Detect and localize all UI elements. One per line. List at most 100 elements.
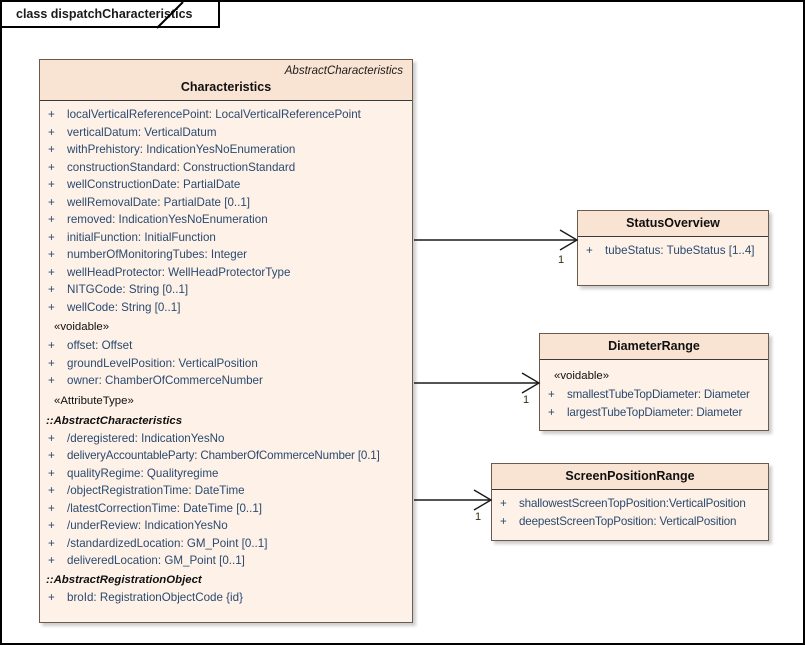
attribute-signature: /standardizedLocation: GM_Point [0..1] (67, 536, 268, 550)
attribute-visibility: + (48, 554, 55, 567)
attribute-signature: wellHeadProtector: WellHeadProtectorType (67, 265, 291, 279)
attribute-signature: owner: ChamberOfCommerceNumber (67, 374, 263, 387)
attribute-signature: wellRemovalDate: PartialDate [0..1] (67, 195, 251, 209)
attribute-visibility: + (48, 466, 55, 480)
attribute-signature: localVerticalReferencePoint: LocalVertic… (67, 108, 361, 121)
attribute-row: + deepestScreenTopPosition: VerticalPosit… (492, 513, 768, 531)
attribute-signature: wellCode: String [0..1] (67, 300, 181, 314)
attribute-visibility: + (48, 339, 55, 352)
attribute-row: + deliveredLocation: GM_Point [0..1] (40, 552, 412, 570)
class-name-characteristics: Characteristics (180, 80, 272, 94)
attribute-signature: /underReview: IndicationYesNo (67, 519, 228, 532)
multiplicity-statusoverview: 1 (558, 254, 565, 266)
attribute-row: + tubeStatus: TubeStatus [1..4] (578, 242, 768, 260)
attribute-signature: broId: RegistrationObjectCode {id} (67, 590, 243, 604)
attribute-signature: verticalDatum: VerticalDatum (67, 125, 217, 139)
attribute-signature: deliveredLocation: GM_Point [0..1] (67, 554, 245, 567)
attribute-signature: NITGCode: String [0..1] (67, 283, 189, 296)
attribute-row: +withPrehistory: IndicationYesNoEnumerat… (40, 141, 412, 159)
attribute-visibility: + (48, 300, 55, 314)
attribute-visibility: + (48, 213, 55, 226)
attribute-signature: /latestCorrectionTime: DateTime [0..1] (67, 501, 263, 515)
attribute-row: + /deregistered: IndicationYesNo (40, 430, 412, 448)
attribute-signature: deliveryAccountableParty: ChamberOfComme… (67, 449, 380, 462)
attribute-visibility: + (48, 125, 55, 139)
class-header-statusoverview: StatusOverview (578, 211, 768, 237)
class-name-statusoverview: StatusOverview (626, 216, 720, 230)
inherited-group-label: ::AbstractCharacteristics (46, 414, 183, 427)
attribute-row: + owner: ChamberOfCommerceNumber (40, 372, 412, 390)
connector-characteristics-diameterrange[interactable] (414, 372, 541, 394)
attribute-row: + offset: Offset (40, 337, 412, 355)
attribute-visibility: + (48, 230, 55, 244)
attribute-row: +constructionStandard: ConstructionStand… (40, 159, 412, 177)
attribute-visibility: + (48, 374, 55, 387)
attribute-visibility: + (48, 519, 55, 532)
class-header-screenpositionrange: ScreenPositionRange (492, 464, 768, 490)
attribute-row: + wellCode: String [0..1] (40, 299, 412, 317)
attribute-visibility: + (586, 244, 593, 257)
attribute-signature: wellConstructionDate: PartialDate (67, 178, 241, 191)
attribute-signature: smallestTubeTopDiameter: Diameter (567, 388, 750, 401)
attribute-row: + wellRemovalDate: PartialDate [0..1] (40, 194, 412, 212)
attribute-signature: largestTubeTopDiameter: Diameter (567, 405, 743, 419)
attribute-signature: /objectRegistrationTime: DateTime (67, 484, 245, 497)
attribute-visibility: + (48, 536, 55, 550)
attribute-visibility: + (500, 497, 507, 510)
class-body-screenpositionrange: + shallowestScreenTopPosition:VerticalPos… (492, 490, 768, 536)
attribute-signature: /deregistered: IndicationYesNo (67, 431, 225, 445)
class-qualifier-abstractcharacteristics: AbstractCharacteristics (284, 65, 403, 77)
attribute-row: +/latestCorrectionTime: DateTime [0..1] (40, 500, 412, 518)
inherited-group-label: ::AbstractRegistrationObject (46, 573, 202, 586)
attribute-row: +largestTubeTopDiameter: Diameter (540, 404, 768, 422)
attribute-visibility: + (48, 283, 55, 296)
class-box-characteristics[interactable]: AbstractCharacteristics Characteristics … (39, 59, 413, 623)
attribute-row: + deliveryAccountableParty: ChamberOfComm… (40, 447, 412, 465)
attribute-signature: tubeStatus: TubeStatus [1..4] (605, 244, 755, 257)
attribute-visibility: + (48, 590, 55, 604)
connector-characteristics-statusoverview[interactable] (414, 229, 579, 251)
attribute-row: + smallestTubeTopDiameter: Diameter (540, 386, 768, 404)
attribute-visibility: + (48, 248, 55, 261)
attribute-visibility: + (500, 514, 507, 528)
class-header-diameterrange: DiameterRange (540, 334, 768, 360)
class-body-statusoverview: + tubeStatus: TubeStatus [1..4] (578, 237, 768, 266)
attribute-row: + groundLevelPosition: VerticalPosition (40, 355, 412, 373)
attribute-visibility: + (48, 195, 55, 209)
attribute-row: + NITGCode: String [0..1] (40, 281, 412, 299)
class-box-statusoverview[interactable]: StatusOverview + tubeStatus: TubeStatus [… (577, 210, 769, 286)
class-box-screenpositionrange[interactable]: ScreenPositionRange + shallowestScreenTop… (491, 463, 769, 541)
attribute-visibility: + (48, 265, 55, 279)
attribute-signature: offset: Offset (67, 339, 133, 352)
connector-characteristics-screenpositionrange[interactable] (414, 489, 493, 511)
attribute-row: + numberOfMonitoringTubes: Integer (40, 246, 412, 264)
attribute-visibility: + (48, 484, 55, 497)
class-header-characteristics: AbstractCharacteristics Characteristics (40, 60, 412, 101)
attribute-row: + /standardizedLocation: GM_Point [0..1] (40, 535, 412, 553)
class-name-screenpositionrange: ScreenPositionRange (565, 469, 695, 483)
stereotype-label: «voidable» (54, 321, 110, 333)
attribute-row: + /underReview: IndicationYesNo (40, 517, 412, 535)
attribute-signature: shallowestScreenTopPosition:VerticalPosi… (519, 497, 746, 510)
attribute-signature: groundLevelPosition: VerticalPosition (67, 356, 258, 370)
attribute-visibility: + (48, 108, 55, 121)
attribute-signature: qualityRegime: Qualityregime (67, 466, 219, 480)
attribute-row: +removed: IndicationYesNoEnumeration (40, 211, 412, 229)
multiplicity-screenpositionrange: 1 (475, 511, 482, 523)
attribute-row: + /objectRegistrationTime: DateTime (40, 482, 412, 500)
attribute-visibility: + (48, 431, 55, 445)
attribute-signature: deepestScreenTopPosition: VerticalPositi… (519, 514, 737, 528)
diagram-frame-tab: class dispatchCharacteristics (2, 2, 221, 28)
attribute-visibility: + (48, 178, 55, 191)
attribute-visibility: + (548, 388, 555, 401)
attribute-visibility: + (48, 160, 55, 174)
attribute-row: +initialFunction: InitialFunction (40, 229, 412, 247)
attribute-visibility: + (48, 449, 55, 462)
attribute-visibility: + (48, 356, 55, 370)
multiplicity-diameterrange: 1 (523, 394, 530, 406)
class-box-diameterrange[interactable]: DiameterRange «voidable»+smallestTubeTop… (539, 333, 769, 431)
attribute-row: + localVerticalReferencePoint: LocalVerti… (40, 106, 412, 124)
attribute-signature: numberOfMonitoringTubes: Integer (67, 248, 248, 261)
attribute-row: + verticalDatum: VerticalDatum (40, 124, 412, 142)
